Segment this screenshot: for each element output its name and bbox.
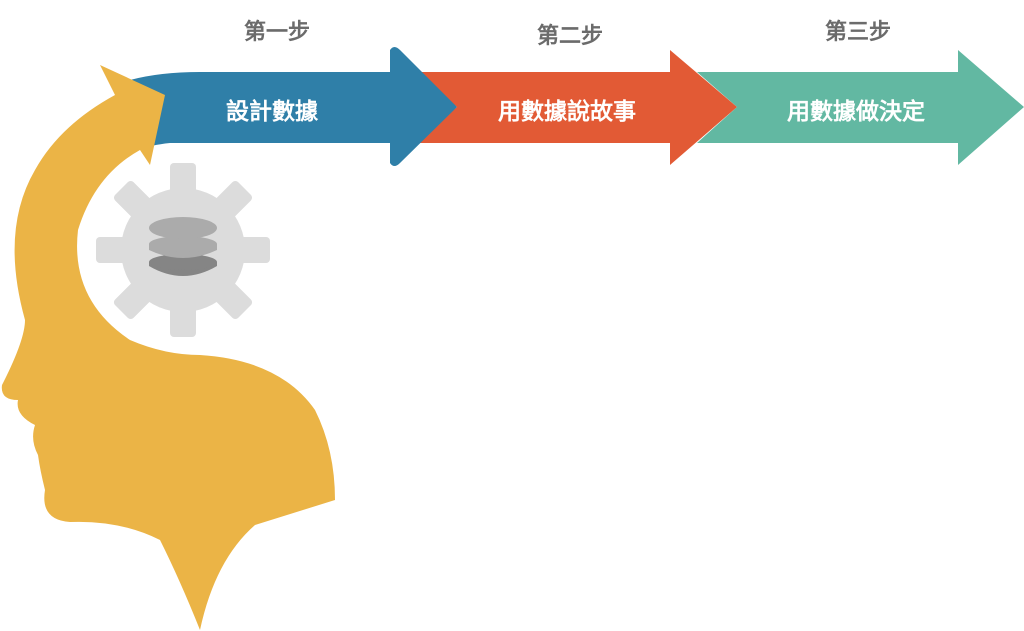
red-arrow <box>415 50 737 165</box>
database-icon <box>149 217 217 276</box>
step-3-label: 用數據做決定 <box>787 99 925 125</box>
step-2-label: 用數據說故事 <box>498 99 636 125</box>
blue-arrow <box>130 47 457 166</box>
step-1-label: 設計數據 <box>226 99 318 125</box>
teal-arrow <box>697 50 1024 165</box>
step-1-heading: 第一步 <box>243 20 310 45</box>
step-3-heading: 第三步 <box>824 20 891 45</box>
head-silhouette <box>1 65 336 630</box>
step-2-heading: 第二步 <box>536 24 603 49</box>
